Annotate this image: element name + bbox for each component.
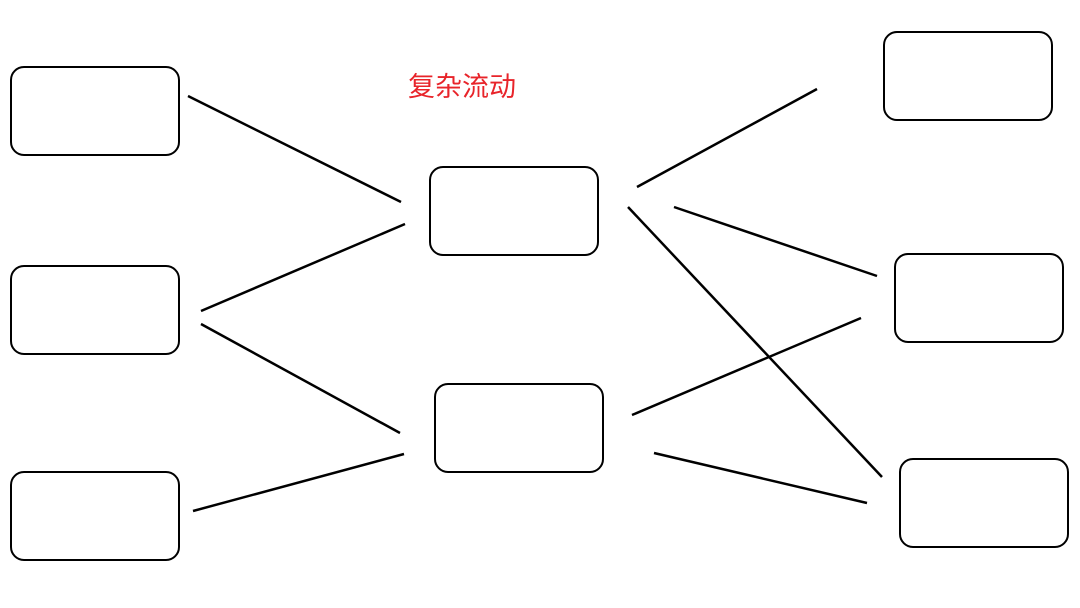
node-center-bottom bbox=[434, 383, 604, 473]
edge-center-bottom-to-right-middle bbox=[631, 316, 862, 417]
node-left-bottom bbox=[10, 471, 180, 561]
edge-center-top-to-right-bottom bbox=[627, 206, 883, 478]
edge-left-middle-to-center-top bbox=[200, 222, 406, 313]
edge-center-bottom-to-right-bottom bbox=[653, 451, 868, 505]
node-left-top bbox=[10, 66, 180, 156]
node-right-middle bbox=[894, 253, 1064, 343]
edge-left-bottom-to-center-bottom bbox=[192, 452, 405, 513]
diagram-title: 复杂流动 bbox=[408, 72, 516, 103]
node-right-top bbox=[883, 31, 1053, 121]
edge-center-top-to-right-top bbox=[636, 87, 818, 189]
edge-left-middle-to-center-bottom bbox=[200, 322, 401, 435]
node-right-bottom bbox=[899, 458, 1069, 548]
node-center-top bbox=[429, 166, 599, 256]
node-left-middle bbox=[10, 265, 180, 355]
edge-center-top-to-right-middle bbox=[673, 205, 878, 278]
edge-left-top-to-center-top bbox=[187, 94, 402, 204]
